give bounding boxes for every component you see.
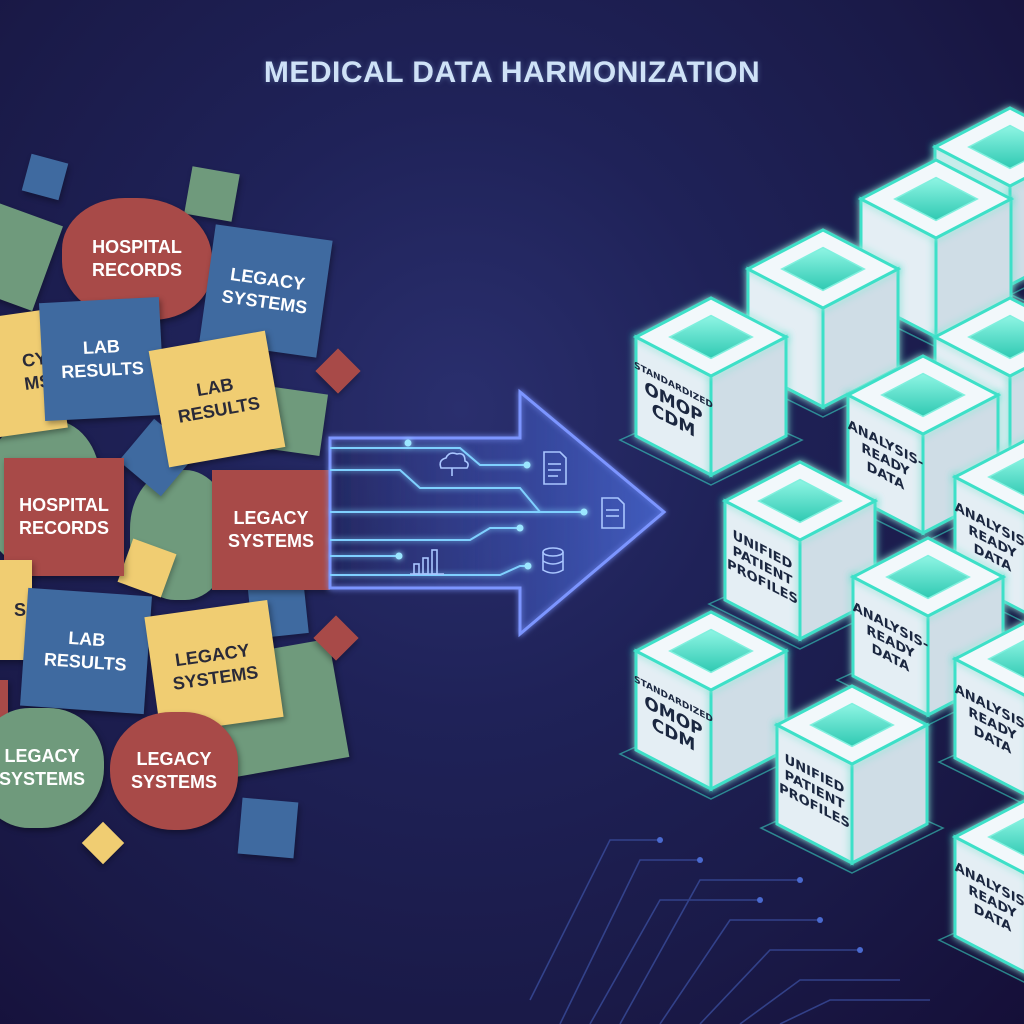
cube-top-recess (780, 246, 866, 292)
stream-node (523, 461, 531, 469)
page-title: MEDICAL DATA HARMONIZATION (263, 56, 761, 89)
circuit-node (797, 877, 803, 883)
hospital-records-chip: HOSPITAL RECORDS (4, 458, 124, 576)
chip-label: LEGACY SYSTEMS (0, 746, 86, 789)
cube-top-recess (987, 457, 1024, 497)
circuit-node (697, 857, 703, 863)
legacy-systems-chip: LEGACY SYSTEMS (0, 708, 104, 828)
chip-label: HOSPITAL RECORDS (91, 237, 182, 280)
document-icon (601, 497, 625, 529)
legacy-systems-chip: LEGACY SYSTEMS (212, 470, 330, 590)
circuit-node (817, 917, 823, 923)
database-icon (542, 547, 564, 574)
stream-node (404, 439, 412, 447)
chip-label: LEGACY SYSTEMS (130, 749, 218, 792)
cube-top-recess (987, 817, 1024, 857)
stream-node (395, 552, 403, 560)
chip-label: HOSPITAL RECORDS (18, 495, 109, 538)
cube-top-recess (893, 176, 979, 222)
cube-top-recess (967, 124, 1024, 170)
chip-label: S (13, 599, 26, 620)
circuit-node (657, 837, 663, 843)
document-icon (543, 451, 567, 485)
circuit-node (857, 947, 863, 953)
cube-top-recess (757, 478, 843, 524)
circuit-node (757, 897, 763, 903)
legacy-systems-chip: LEGACY SYSTEMS (110, 712, 238, 830)
cube-top-recess (885, 554, 971, 600)
chip-label: LEGACY SYSTEMS (227, 508, 315, 551)
cube-base-plate (937, 900, 1024, 983)
cube-top-recess (668, 314, 754, 360)
bar-chart-icon (410, 549, 444, 575)
cube-top-recess (880, 372, 966, 418)
cloud-icon (439, 452, 469, 476)
cube-top-recess (668, 628, 754, 674)
stream-node (524, 562, 532, 570)
data-streams (330, 447, 582, 576)
stream-node (516, 524, 524, 532)
cube-base-plate (937, 722, 1024, 805)
cube-top-recess (967, 314, 1024, 360)
stream-node (580, 508, 588, 516)
cube-top-recess (809, 702, 895, 748)
red-bar (0, 680, 8, 720)
raw-sources-cluster: HOSPITAL RECORDS LEGACY SYSTEMS CY MS LA… (0, 0, 400, 1024)
cube-top-recess (987, 639, 1024, 679)
